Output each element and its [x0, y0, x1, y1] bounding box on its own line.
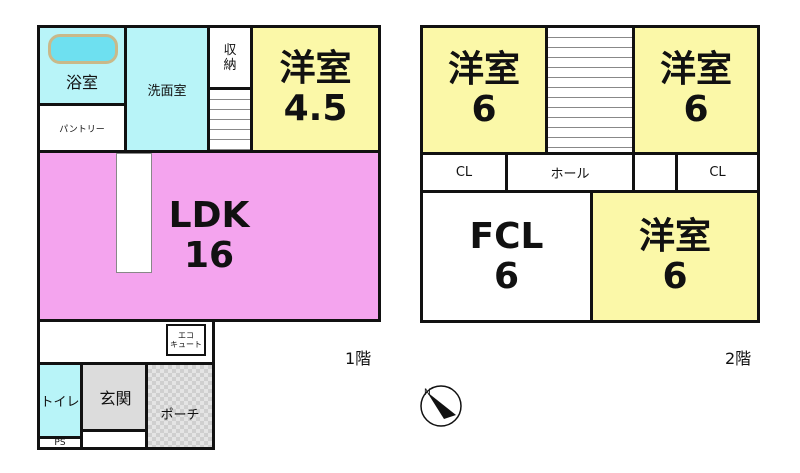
- toilet-label: トイレ: [40, 395, 80, 410]
- ps-label: PS: [54, 438, 66, 448]
- stairs-1f: [207, 87, 253, 153]
- closet-right: CL: [675, 152, 760, 193]
- room-storage: 収 納: [207, 25, 253, 90]
- compass-icon: N: [420, 385, 462, 427]
- room-porch: ポーチ: [145, 362, 215, 450]
- bath-label: 浴室: [65, 72, 98, 92]
- entrance-label: 玄関: [99, 389, 132, 408]
- floor-2-label: 2階: [725, 349, 752, 368]
- stairs-2f: [545, 25, 635, 155]
- hall-2f: ホール: [505, 152, 635, 193]
- room-western-6-bottom: 洋室 6: [590, 190, 760, 323]
- western-left-label: 洋室 6: [447, 49, 520, 130]
- room-bath: 浴室: [37, 25, 127, 106]
- bathtub-icon: [48, 34, 118, 64]
- room-western-4-5: 洋室 4.5: [250, 25, 381, 153]
- closet-left: CL: [420, 152, 508, 193]
- ldk-label: LDK 16: [168, 195, 250, 276]
- room-western-6-left: 洋室 6: [420, 25, 548, 155]
- svg-text:N: N: [424, 388, 431, 398]
- porch-label: ポーチ: [160, 407, 200, 423]
- hall-label: ホール: [550, 167, 590, 182]
- room-ldk: LDK 16: [37, 150, 381, 322]
- room-washroom: 洗面室: [124, 25, 210, 153]
- closet-gap: [632, 152, 678, 193]
- fcl-label: FCL 6: [469, 215, 544, 297]
- cl-left-label: CL: [455, 165, 473, 180]
- western-label: 洋室 4.5: [279, 48, 352, 129]
- room-western-6-right: 洋室 6: [632, 25, 760, 155]
- western-right-label: 洋室 6: [659, 49, 732, 130]
- ps-box: PS: [37, 436, 83, 450]
- pantry-label: パントリー: [59, 124, 105, 135]
- storage-label: 収 納: [223, 42, 237, 73]
- eco-cute: エコ キュート: [166, 324, 206, 356]
- washroom-label: 洗面室: [147, 83, 187, 99]
- room-toilet: トイレ: [37, 362, 83, 439]
- entry-step: [80, 429, 148, 450]
- western-bottom-label: 洋室 6: [638, 215, 711, 297]
- room-entrance: 玄関: [80, 362, 148, 432]
- room-fcl: FCL 6: [420, 190, 593, 323]
- kitchen-counter: [116, 153, 152, 273]
- eco-label: エコ キュート: [170, 331, 202, 349]
- room-pantry: パントリー: [37, 103, 127, 153]
- cl-right-label: CL: [709, 165, 726, 180]
- floor-1-label: 1階: [345, 349, 372, 368]
